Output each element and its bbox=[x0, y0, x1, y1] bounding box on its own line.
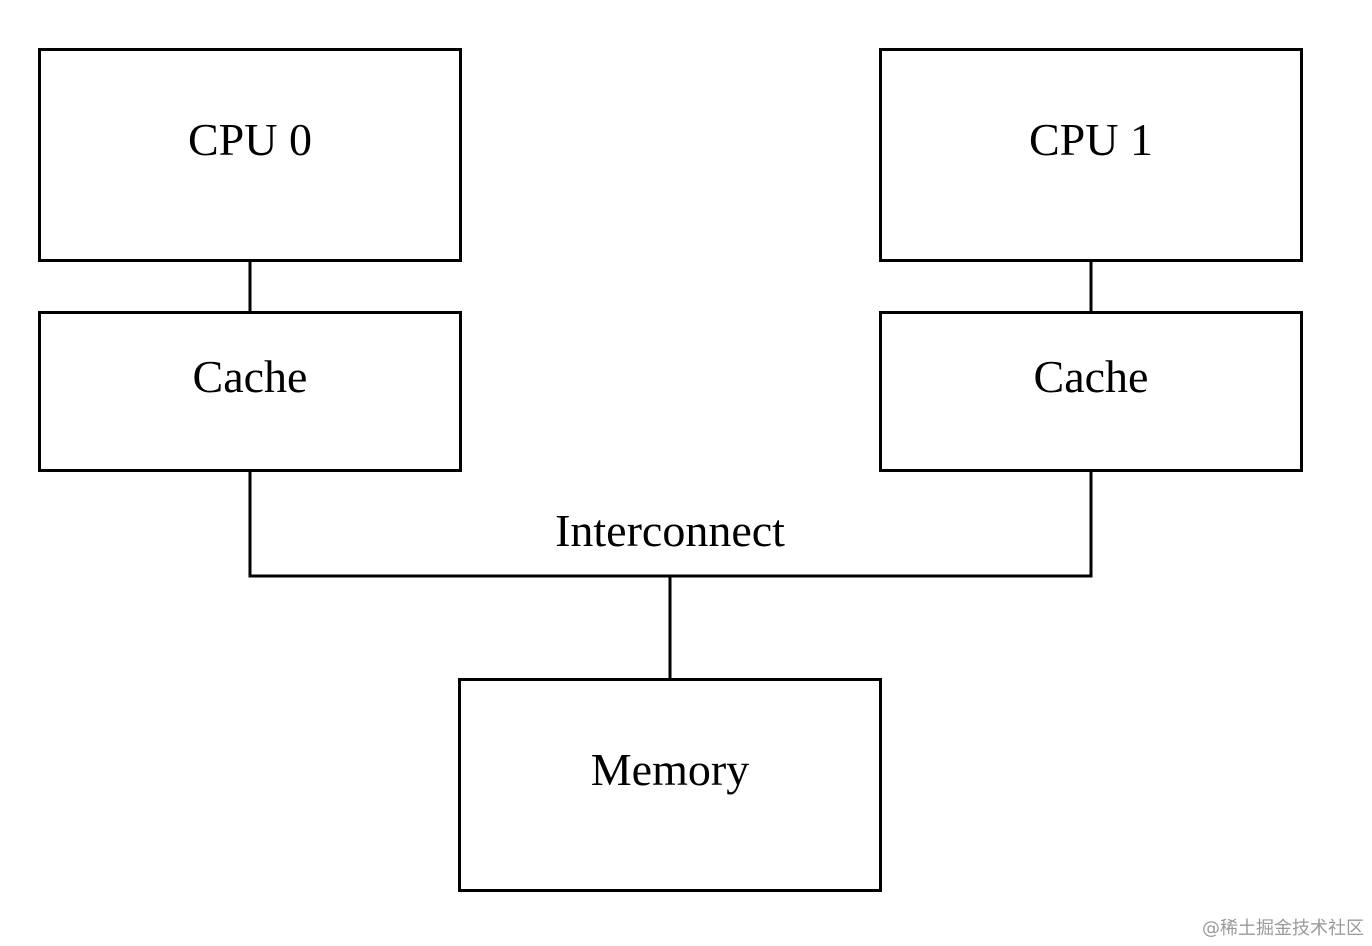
cache1-box: Cache bbox=[879, 311, 1303, 472]
cache0-box: Cache bbox=[38, 311, 462, 472]
cache0-label: Cache bbox=[192, 351, 308, 402]
interconnect-label: Interconnect bbox=[555, 505, 785, 556]
watermark: @稀土掘金技术社区 bbox=[1202, 918, 1364, 939]
cache1-label: Cache bbox=[1033, 351, 1149, 402]
cpu0-box: CPU 0 bbox=[38, 48, 462, 262]
cpu1-box: CPU 1 bbox=[879, 48, 1303, 262]
cpu1-label: CPU 1 bbox=[1029, 114, 1153, 165]
cpu0-label: CPU 0 bbox=[188, 114, 312, 165]
memory-label: Memory bbox=[590, 744, 750, 795]
memory-box: Memory bbox=[458, 678, 882, 892]
